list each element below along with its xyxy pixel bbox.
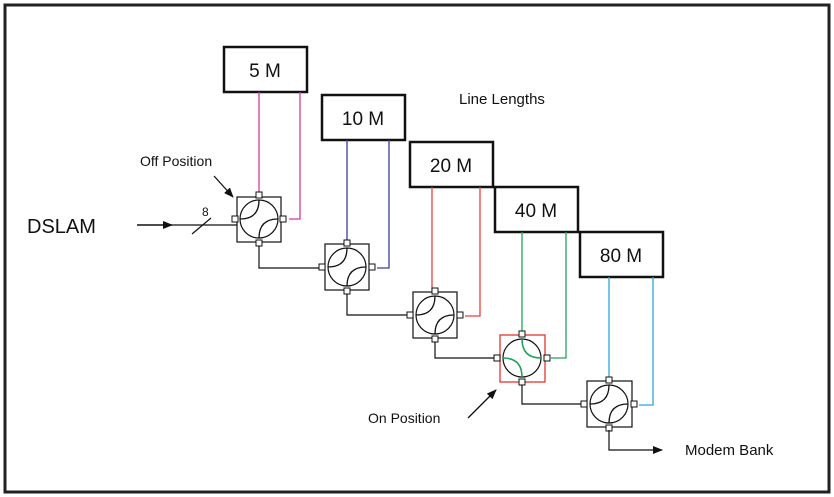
line-length-box-40m: 40 M	[493, 185, 580, 234]
off-position-label: Off Position	[140, 153, 212, 169]
switch-1-off	[231, 191, 287, 247]
line-length-box-20m: 20 M	[408, 140, 495, 189]
switch-5-off	[580, 376, 638, 432]
line-length-label: 5 M	[249, 61, 281, 82]
switch-4-on	[493, 330, 551, 386]
diagram-frame	[3, 3, 831, 494]
modem-bank-label: Modem Bank	[685, 442, 774, 459]
bus-slash	[191, 217, 212, 235]
line-length-box-10m: 10 M	[320, 93, 407, 142]
switch-2-off	[318, 239, 376, 295]
wire-10m	[346, 140, 390, 269]
wire-40m	[521, 232, 567, 359]
bus-count-label: 8	[202, 205, 209, 219]
wire-80m	[608, 277, 654, 406]
line-length-box-5m: 5 M	[222, 45, 309, 94]
dslam-label: DSLAM	[27, 216, 96, 238]
chain-wire-4	[521, 384, 581, 405]
switch-3-off	[406, 287, 464, 343]
line-length-label: 20 M	[430, 156, 472, 177]
wire-20m	[431, 187, 481, 317]
chain-wire-2	[346, 294, 407, 316]
modem-bank-arrow	[608, 430, 663, 454]
diagram-title: Line Lengths	[459, 91, 545, 108]
chain-wire-3	[434, 341, 496, 359]
line-length-label: 10 M	[342, 109, 384, 130]
line-length-box-80m: 80 M	[578, 230, 665, 279]
on-position-label: On Position	[368, 410, 440, 426]
on-position-arrow	[467, 389, 497, 419]
line-length-label: 40 M	[515, 201, 557, 222]
off-position-arrow	[213, 175, 234, 198]
line-length-label: 80 M	[600, 246, 642, 267]
wire-5m	[258, 92, 301, 220]
chain-wire-1	[258, 245, 319, 269]
